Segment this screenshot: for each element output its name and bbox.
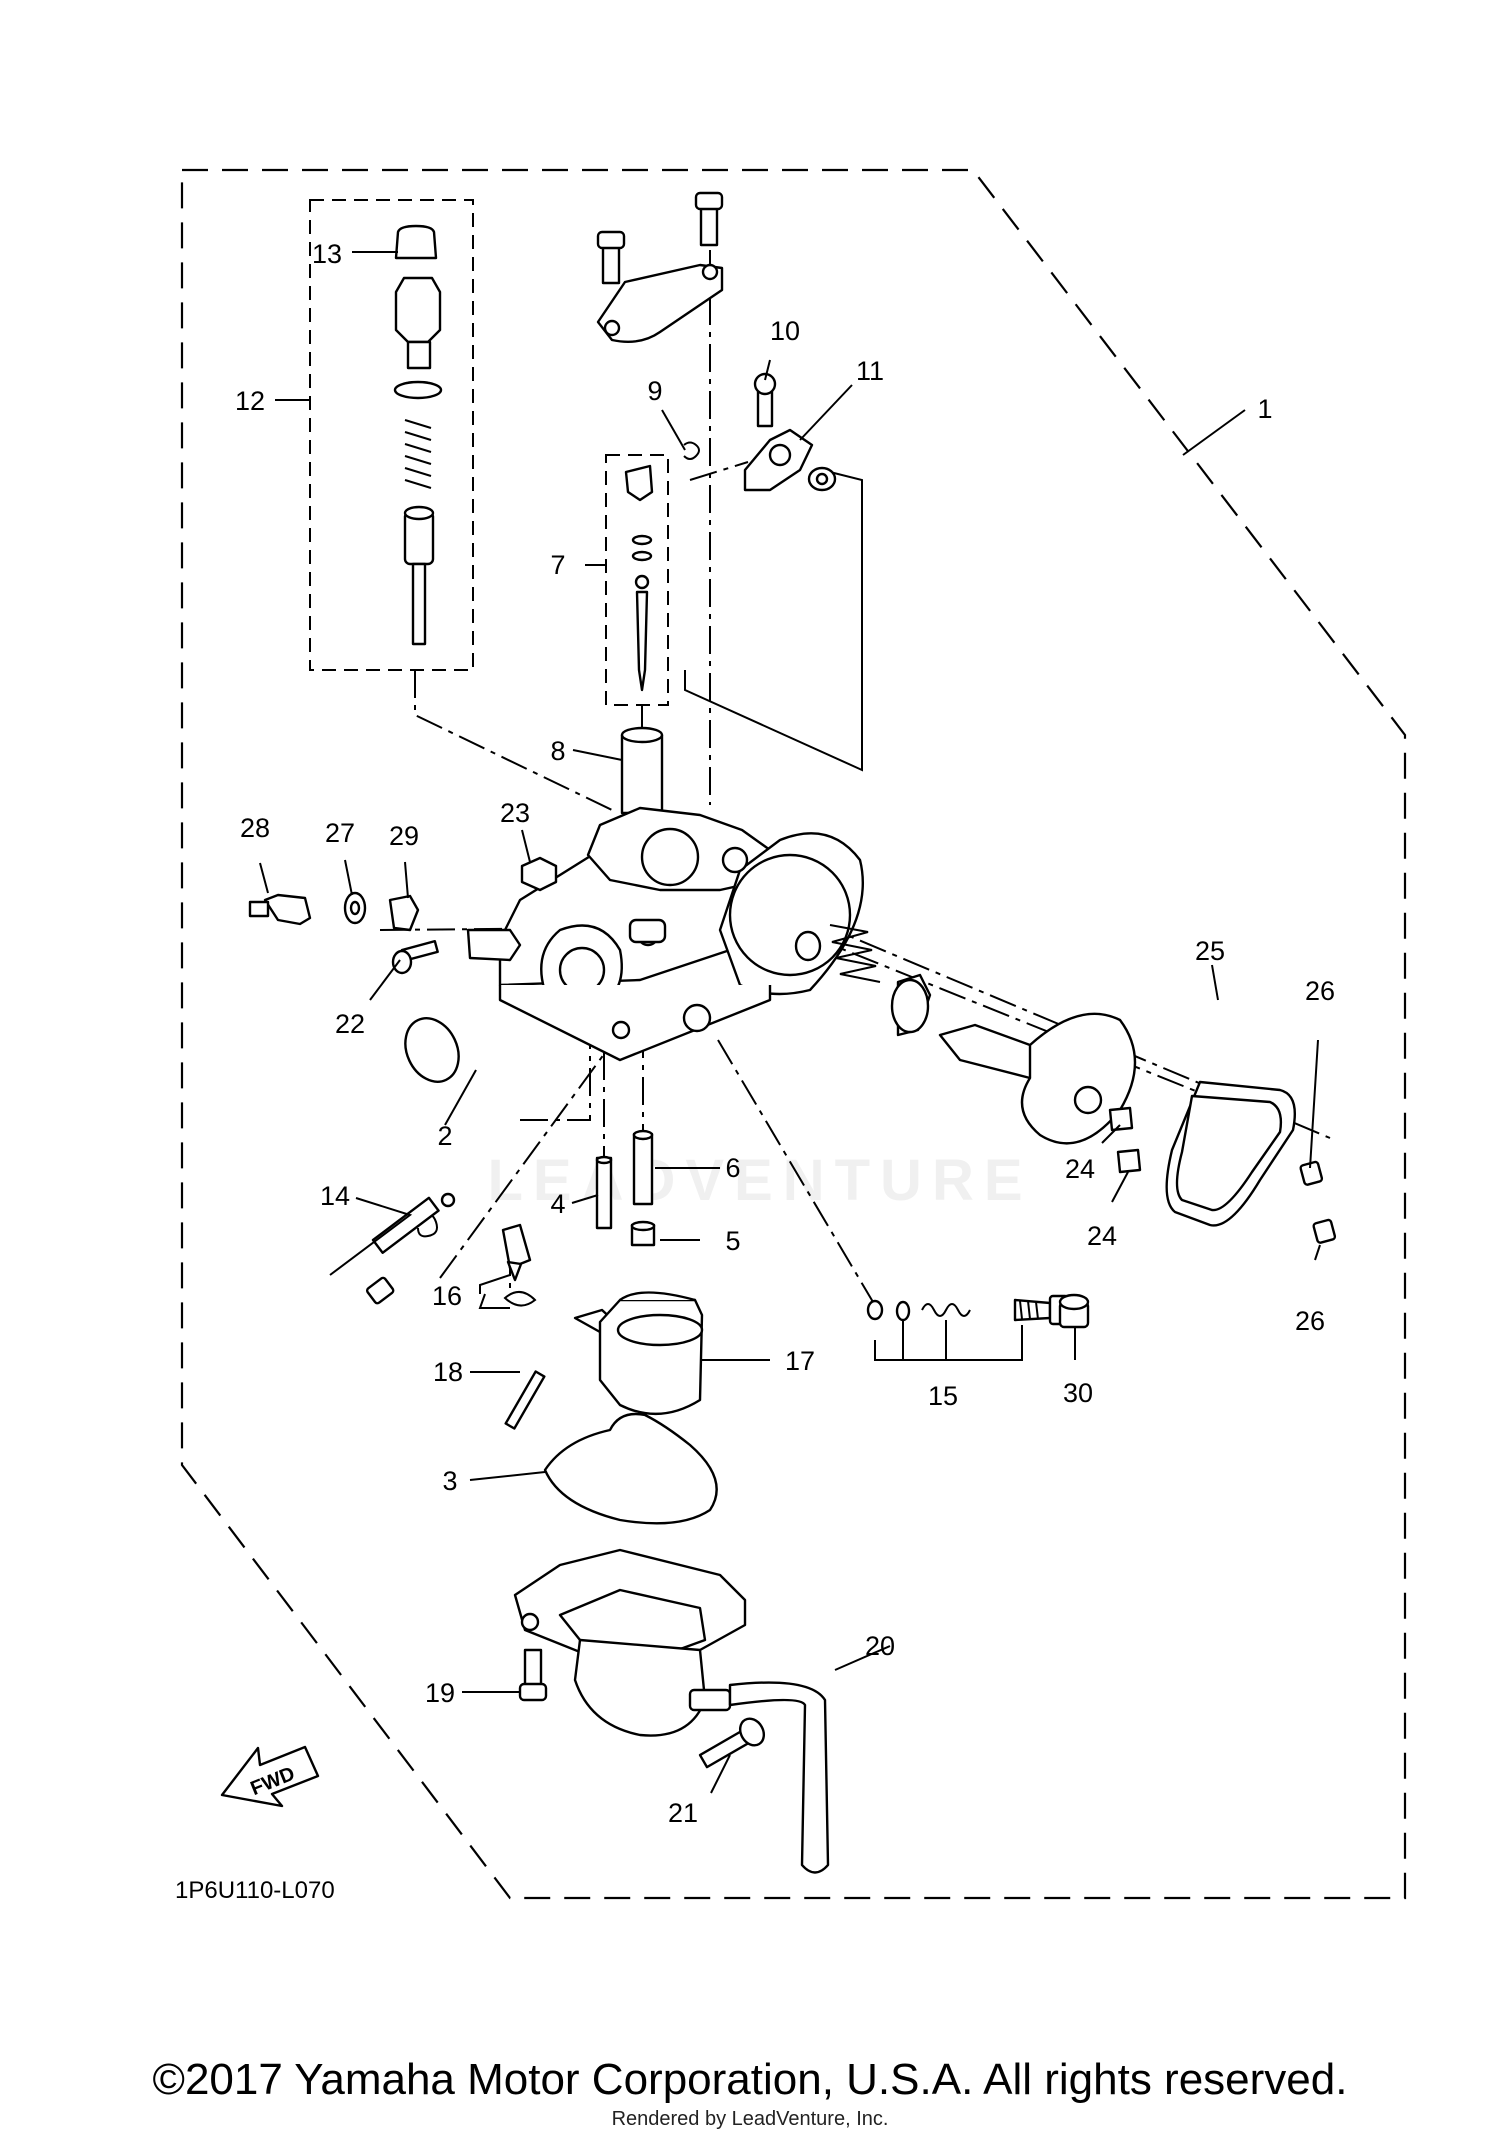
- callout-13: 13: [312, 239, 342, 269]
- float-bowl-screw: [518, 1648, 548, 1702]
- callout-25: 25: [1195, 936, 1225, 966]
- diagram-code: 1P6U110-L070: [175, 1877, 335, 1904]
- callout-29: 29: [389, 821, 419, 851]
- right-side-diaphragm-parts: [794, 924, 1142, 1174]
- callout-16: 16: [432, 1281, 462, 1311]
- throttle-valve: [620, 726, 664, 815]
- callout-3: 3: [442, 1466, 457, 1496]
- carburetor-body: [466, 806, 864, 1062]
- callout-9: 9: [647, 376, 662, 406]
- callout-17: 17: [785, 1346, 815, 1376]
- callout-leaders: [259, 251, 1321, 1794]
- callout-12: 12: [235, 386, 265, 416]
- subassembly-box-7: [605, 454, 669, 706]
- callout-19: 19: [425, 1678, 455, 1708]
- callout-8: 8: [550, 736, 565, 766]
- float-parts: [504, 1291, 704, 1430]
- callout-28: 28: [240, 813, 270, 843]
- lock-nut: [520, 856, 558, 892]
- rendered-by-notice: Rendered by LeadVenture, Inc.: [611, 2108, 889, 2130]
- air-screw-cap: [1058, 1293, 1090, 1329]
- air-screw-small: [391, 940, 439, 975]
- callout-2: 2: [437, 1121, 452, 1151]
- starter-plunger-parts: [393, 224, 443, 646]
- air-screw-parts: [866, 1294, 1070, 1326]
- callout-6: 6: [725, 1153, 740, 1183]
- callout-26a: 26: [1305, 976, 1335, 1006]
- float-bowl: [513, 1548, 747, 1737]
- callout-14: 14: [320, 1181, 350, 1211]
- callout-21: 21: [668, 1798, 698, 1828]
- callout-18: 18: [433, 1357, 463, 1387]
- callout-27: 27: [325, 818, 355, 848]
- idle-adjust-parts: [248, 891, 420, 932]
- watermark: LEADVENTURE: [487, 1148, 1032, 1213]
- callout-30: 30: [1063, 1378, 1093, 1408]
- copyright-notice: ©2017 Yamaha Motor Corporation, U.S.A. A…: [152, 2055, 1348, 2104]
- needle-valve-parts: [501, 1223, 537, 1307]
- pilot-screw-parts: [366, 1192, 456, 1305]
- drain-hose: [728, 1681, 830, 1874]
- fwd-arrow-icon: FWD: [220, 1745, 320, 1808]
- callout-24b: 24: [1087, 1221, 1117, 1251]
- o-ring: [404, 1017, 460, 1083]
- callout-4: 4: [550, 1189, 565, 1219]
- callout-7: 7: [550, 550, 565, 580]
- callout-15: 15: [928, 1381, 958, 1411]
- callout-5: 5: [725, 1226, 740, 1256]
- throttle-lever-parts: [683, 372, 837, 492]
- jets: [595, 1129, 656, 1247]
- callout-11: 11: [856, 356, 884, 386]
- diaphragm-cover: [1165, 1080, 1337, 1244]
- callout-26b: 26: [1295, 1306, 1325, 1336]
- callout-23: 23: [500, 798, 530, 828]
- callout-10: 10: [770, 316, 800, 346]
- subassembly-box-12: [309, 199, 474, 671]
- float-bowl-gasket: [543, 1412, 718, 1525]
- drain-screw: [698, 1717, 766, 1769]
- callout-22: 22: [335, 1009, 365, 1039]
- callout-20: 20: [865, 1631, 895, 1661]
- assembly-boundary: [180, 168, 1407, 1900]
- jet-needle-parts: [624, 464, 654, 692]
- top-cover-plate: [596, 191, 724, 343]
- callout-labels: 1 2 3 4 5 6 7 8 9 10 11 12 13 14 15 16 1…: [235, 239, 1335, 1828]
- callout-1: 1: [1257, 394, 1272, 424]
- callout-24a: 24: [1065, 1154, 1095, 1184]
